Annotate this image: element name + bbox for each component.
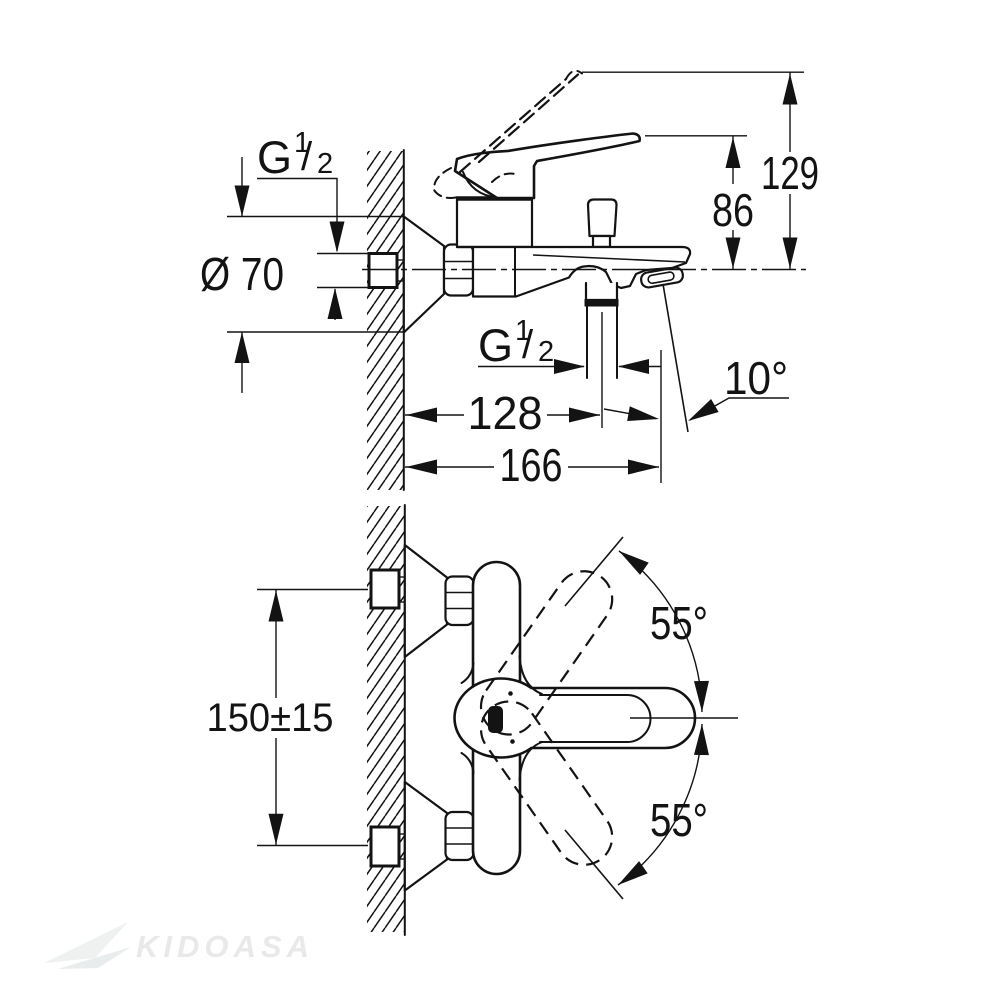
diverter-stem	[591, 234, 612, 249]
thread-inlet-label-slash: /	[301, 135, 313, 179]
thread-outlet-label-g: G	[478, 320, 513, 371]
inlet-union-square	[367, 252, 399, 289]
hub-fillet	[518, 655, 543, 695]
thread-inlet-label-numerator: 1	[294, 127, 310, 159]
dim-86-label: 86	[712, 184, 754, 236]
angle-55-bottom-line	[564, 829, 624, 900]
dim-166-label: 166	[500, 439, 563, 491]
lever-handle-side	[453, 132, 642, 200]
dim-150-label: 150±15	[207, 696, 334, 740]
watermark: KIDOASA	[44, 922, 314, 969]
escutcheon-side	[402, 215, 446, 334]
escutcheon-front-top	[403, 543, 449, 659]
inlet-union-square-bottom	[369, 825, 401, 868]
hub-dot	[508, 691, 513, 696]
watermark-plane-icon	[44, 922, 128, 963]
dim-128-label: 128	[468, 387, 543, 439]
hub-fillet	[460, 662, 475, 684]
coupling-nut-front-top	[444, 575, 475, 627]
thread-outlet-label-slash: /	[522, 323, 534, 367]
hub-fillet	[518, 741, 543, 781]
escutcheon-front-bottom	[403, 780, 449, 892]
lever-raised-tip-dashed	[565, 69, 583, 80]
lever-raised-dashed	[458, 77, 568, 174]
dim-10deg-label: 10°	[724, 352, 788, 404]
inlet-union-square-top	[369, 568, 401, 610]
front-view: 150±15 55° 55°	[207, 504, 738, 936]
hub-dot	[510, 739, 515, 744]
thread-inlet-label-g: G	[257, 132, 292, 183]
coupling-nut-front-bottom	[444, 810, 475, 862]
angle-55-top-line	[564, 536, 624, 607]
thread-outlet-label-numerator: 1	[515, 315, 531, 347]
aerator-inner	[647, 271, 675, 285]
lever-raised-rear-dashed	[432, 167, 457, 199]
dim-55deg-top-label: 55°	[650, 597, 708, 649]
thread-inlet-label-denominator: 2	[317, 148, 333, 180]
shower-outlet-nipple	[584, 281, 619, 302]
cartridge-body	[455, 197, 534, 249]
diverter-knob	[586, 198, 618, 238]
lever-handle-down-dashed	[479, 700, 614, 866]
nipple-thread-band	[584, 299, 619, 307]
spout-axis-slant-line	[662, 283, 689, 433]
watermark-plane-icon	[58, 947, 131, 969]
wall-hatch	[367, 151, 403, 490]
hub-fillet	[460, 752, 475, 774]
dim-dia70-label: Ø 70	[200, 248, 284, 300]
side-view: 129 86 Ø 70 G 1 / 2 G 1 / 2	[200, 69, 819, 491]
temperature-indicator	[488, 706, 503, 733]
lever-raised-dashed	[477, 73, 580, 164]
dim-129-label: 129	[761, 147, 819, 199]
dim-55deg-bottom-label: 55°	[650, 794, 708, 846]
spout-top-inner-line	[532, 254, 686, 263]
handle-dome-arc	[462, 171, 498, 199]
lever-raised-fragment-dashed	[491, 172, 520, 183]
thread-outlet-label-denominator: 2	[538, 336, 554, 368]
watermark-brand-text: KIDOASA	[136, 929, 314, 964]
